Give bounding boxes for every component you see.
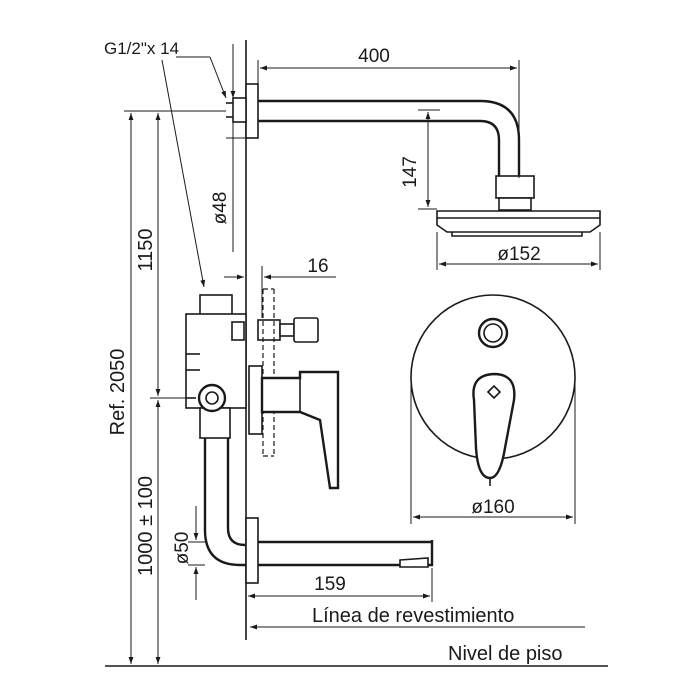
dim-plate-diameter-text: ø160 — [471, 497, 514, 518]
mixer-lever — [260, 370, 340, 490]
tub-spout — [203, 438, 434, 584]
dim-ref-height-text: Ref. 2050 — [107, 349, 129, 436]
dim-drop: 147 — [400, 109, 440, 210]
dim-thread-text: G1/2"x 14 — [104, 39, 179, 58]
dim-diameter-48: ø48 — [210, 122, 246, 252]
dim-head-diameter: ø152 — [436, 232, 601, 270]
valve-body — [185, 294, 247, 439]
dim-valve-offset-text: 16 — [307, 256, 328, 277]
dim-valve-height-text: 1000 ± 100 — [135, 476, 157, 576]
shower-head — [436, 210, 601, 237]
dim-spout-length-text: 159 — [314, 574, 346, 595]
dim-spout-length: 159 — [248, 568, 433, 602]
wall-line-callout: Línea de revestimiento — [250, 605, 585, 630]
dim-height-1150: 1150 — [135, 110, 226, 399]
trim-plate-profile — [248, 288, 275, 457]
dim-plate-diameter: ø160 — [410, 380, 576, 524]
dim-valve-offset: 16 — [224, 256, 336, 318]
dim-valve-height: 1000 ± 100 — [135, 400, 161, 664]
dim-drop-text: 147 — [400, 156, 421, 188]
dim-thread: G1/2"x 14 — [104, 39, 259, 288]
floor-line-callout: Nivel de piso — [448, 643, 563, 665]
dim-height-1150-text: 1150 — [135, 228, 157, 271]
dim-head-diameter-text: ø152 — [497, 244, 540, 265]
dim-spout-diameter: ø50 — [172, 506, 205, 600]
wall-line-label: Línea de revestimiento — [312, 605, 514, 627]
dim-spout-diameter-text: ø50 — [172, 532, 193, 565]
dim-diameter-48-text: ø48 — [210, 192, 231, 225]
diverter-knob — [257, 317, 319, 343]
dim-ref-height: Ref. 2050 — [107, 110, 150, 664]
shower-arm — [226, 83, 535, 211]
dim-arm-length: 400 — [257, 46, 520, 178]
dim-arm-length-text: 400 — [358, 46, 390, 67]
floor-line-label: Nivel de piso — [448, 643, 563, 665]
round-trim-plate — [410, 294, 576, 486]
